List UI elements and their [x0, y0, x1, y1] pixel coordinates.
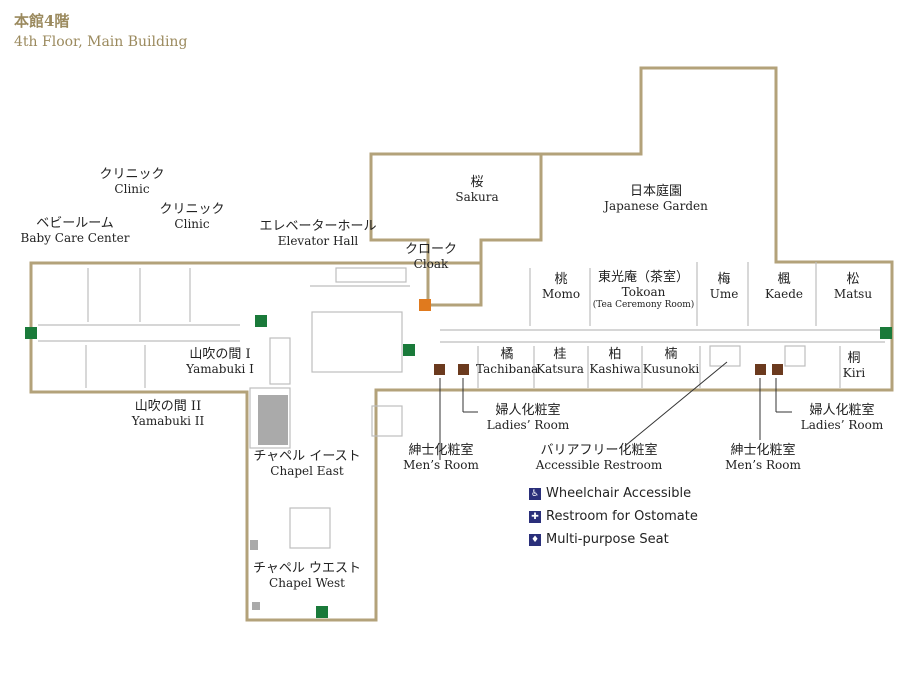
- outer-wall: [29, 66, 894, 622]
- seat-icon: ♦: [529, 533, 541, 546]
- sakura-wall: [369, 152, 543, 307]
- wheelchair-icon: ♿: [529, 487, 541, 500]
- cloak-icon: [419, 299, 431, 311]
- room-tokoan[interactable]: 東光庵（茶室）Tokoan(Tea Ceremony Room): [592, 270, 695, 310]
- restroom-icons: [434, 364, 783, 375]
- floor-title-en: 4th Floor, Main Building: [14, 34, 188, 50]
- ostomate-icon: ✚: [529, 510, 541, 523]
- legend-wheelchair: ♿Wheelchair Accessible: [529, 486, 692, 501]
- legend-ostomate: ✚Restroom for Ostomate: [529, 509, 698, 524]
- emergency-exits: [25, 315, 892, 618]
- floor-title-jp: 本館4階: [14, 12, 70, 30]
- legend-multipurpose-seat: ♦Multi-purpose Seat: [529, 532, 669, 547]
